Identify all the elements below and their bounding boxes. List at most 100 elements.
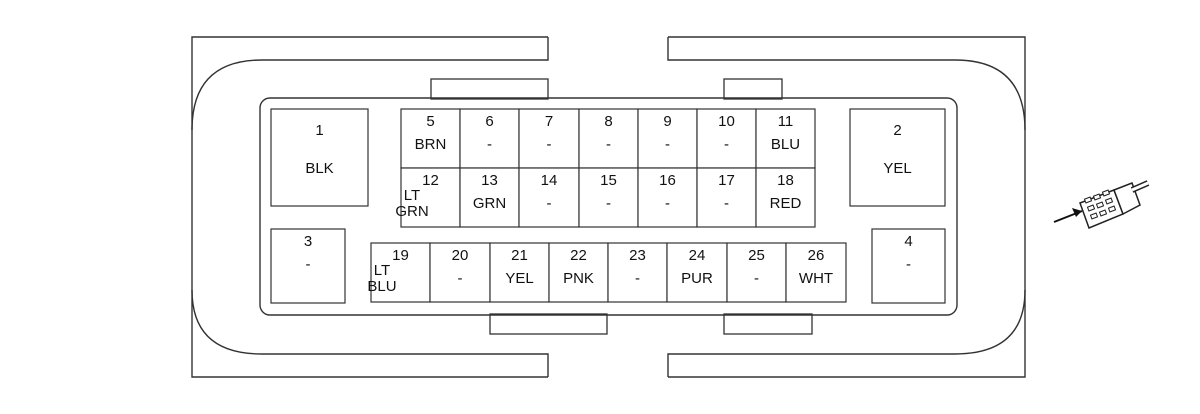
pin-cavity	[849, 108, 946, 207]
pin-number: 18	[777, 172, 794, 189]
pin-wire-color: -	[606, 136, 611, 153]
pin-wire-color: -	[547, 136, 552, 153]
pin-cavity	[370, 242, 431, 303]
pin-cavity	[637, 167, 698, 228]
pin-cell-17: 17 -	[696, 167, 757, 228]
pin-wire-color: PUR	[681, 270, 713, 287]
pin-cell-3: 3-	[270, 228, 346, 304]
pin-number: 21	[511, 247, 528, 264]
pin-cell-23: 23-	[607, 242, 668, 303]
top-tab-left	[430, 78, 549, 100]
pin-wire-color: YEL	[505, 270, 533, 287]
pin-wire-color: YEL	[883, 160, 911, 177]
connector-housing	[191, 36, 1026, 378]
pin-number: 19	[392, 247, 409, 264]
pin-number: 1	[315, 122, 323, 139]
pin-number: 14	[541, 172, 558, 189]
pin-number: 20	[452, 247, 469, 264]
pin-cell-7: 7-	[518, 108, 580, 169]
pin-cell-9: 9-	[637, 108, 698, 169]
pin-number: 3	[304, 233, 312, 250]
pin-wire-color: -	[547, 195, 552, 212]
top-tab-right	[723, 78, 783, 100]
pin-wire-color: -	[724, 195, 729, 212]
pin-cell-8: 8-	[578, 108, 639, 169]
locking-tabs	[430, 78, 813, 335]
pin-wire-color: BRN	[415, 136, 447, 153]
pin-wire-color: -	[458, 270, 463, 287]
pin-cavity	[270, 108, 369, 207]
pin-wire-color: PNK	[563, 270, 594, 287]
pin-cavity	[578, 167, 639, 228]
pin-number: 6	[485, 113, 493, 130]
pin-number: 12	[422, 172, 439, 189]
pin-wire-color: BLK	[305, 160, 333, 177]
pin-cell-16: 16 -	[637, 167, 698, 228]
pin-cavity	[270, 228, 346, 304]
connector-view-arrow-icon	[1053, 180, 1150, 229]
pin-wire-color: -	[665, 195, 670, 212]
pin-wire-color: -	[724, 136, 729, 153]
pin-number: 26	[808, 247, 825, 264]
bottom-tab-left	[489, 313, 608, 335]
pin-wire-color: RED	[770, 195, 802, 212]
pin-cell-20: 20 -	[429, 242, 491, 303]
pin-cell-6: 6-	[459, 108, 520, 169]
pin-cavity	[607, 242, 668, 303]
pin-cavity	[755, 167, 816, 228]
pin-wire-color: -	[754, 270, 759, 287]
pin-number: 10	[718, 113, 735, 130]
pin-cavity	[489, 242, 550, 303]
pin-cell-14: 14 -	[518, 167, 580, 228]
pin-number: 17	[718, 172, 735, 189]
pin-cell-10: 10 -	[696, 108, 757, 169]
pin-number: 11	[778, 113, 794, 130]
pin-cavity	[518, 108, 580, 169]
pin-cell-25: 25 -	[726, 242, 787, 303]
pin-wire-color: -	[665, 136, 670, 153]
pin-number: 24	[689, 247, 706, 264]
pin-wire-color: -	[487, 136, 492, 153]
pin-cell-4: 4-	[871, 228, 946, 304]
pin-cavity	[726, 242, 787, 303]
pin-wire-color: WHT	[799, 270, 833, 287]
pin-number: 2	[893, 122, 901, 139]
bottom-tab-right	[723, 313, 813, 335]
pin-number: 25	[748, 247, 765, 264]
pin-number: 5	[426, 113, 434, 130]
pin-cavity	[518, 167, 580, 228]
pin-cavity	[785, 242, 847, 303]
pin-wire-color: -	[306, 256, 311, 273]
pin-number: 7	[545, 113, 553, 130]
pin-wire-color: -	[906, 256, 911, 273]
pin-number: 13	[481, 172, 498, 189]
pin-cavity	[871, 228, 946, 304]
pin-wire-color: BLU	[771, 136, 800, 153]
pin-cavity	[459, 167, 520, 228]
pin-wire-color: -	[606, 195, 611, 212]
pin-number: 8	[604, 113, 612, 130]
pin-cavity	[755, 108, 816, 169]
pin-cavity	[696, 108, 757, 169]
pin-cavity	[548, 242, 609, 303]
pin-wire-color: GRN	[473, 195, 506, 212]
cavity-frame	[259, 97, 958, 316]
pin-cavity	[578, 108, 639, 169]
pin-number: 15	[600, 172, 617, 189]
pin-number: 16	[659, 172, 676, 189]
